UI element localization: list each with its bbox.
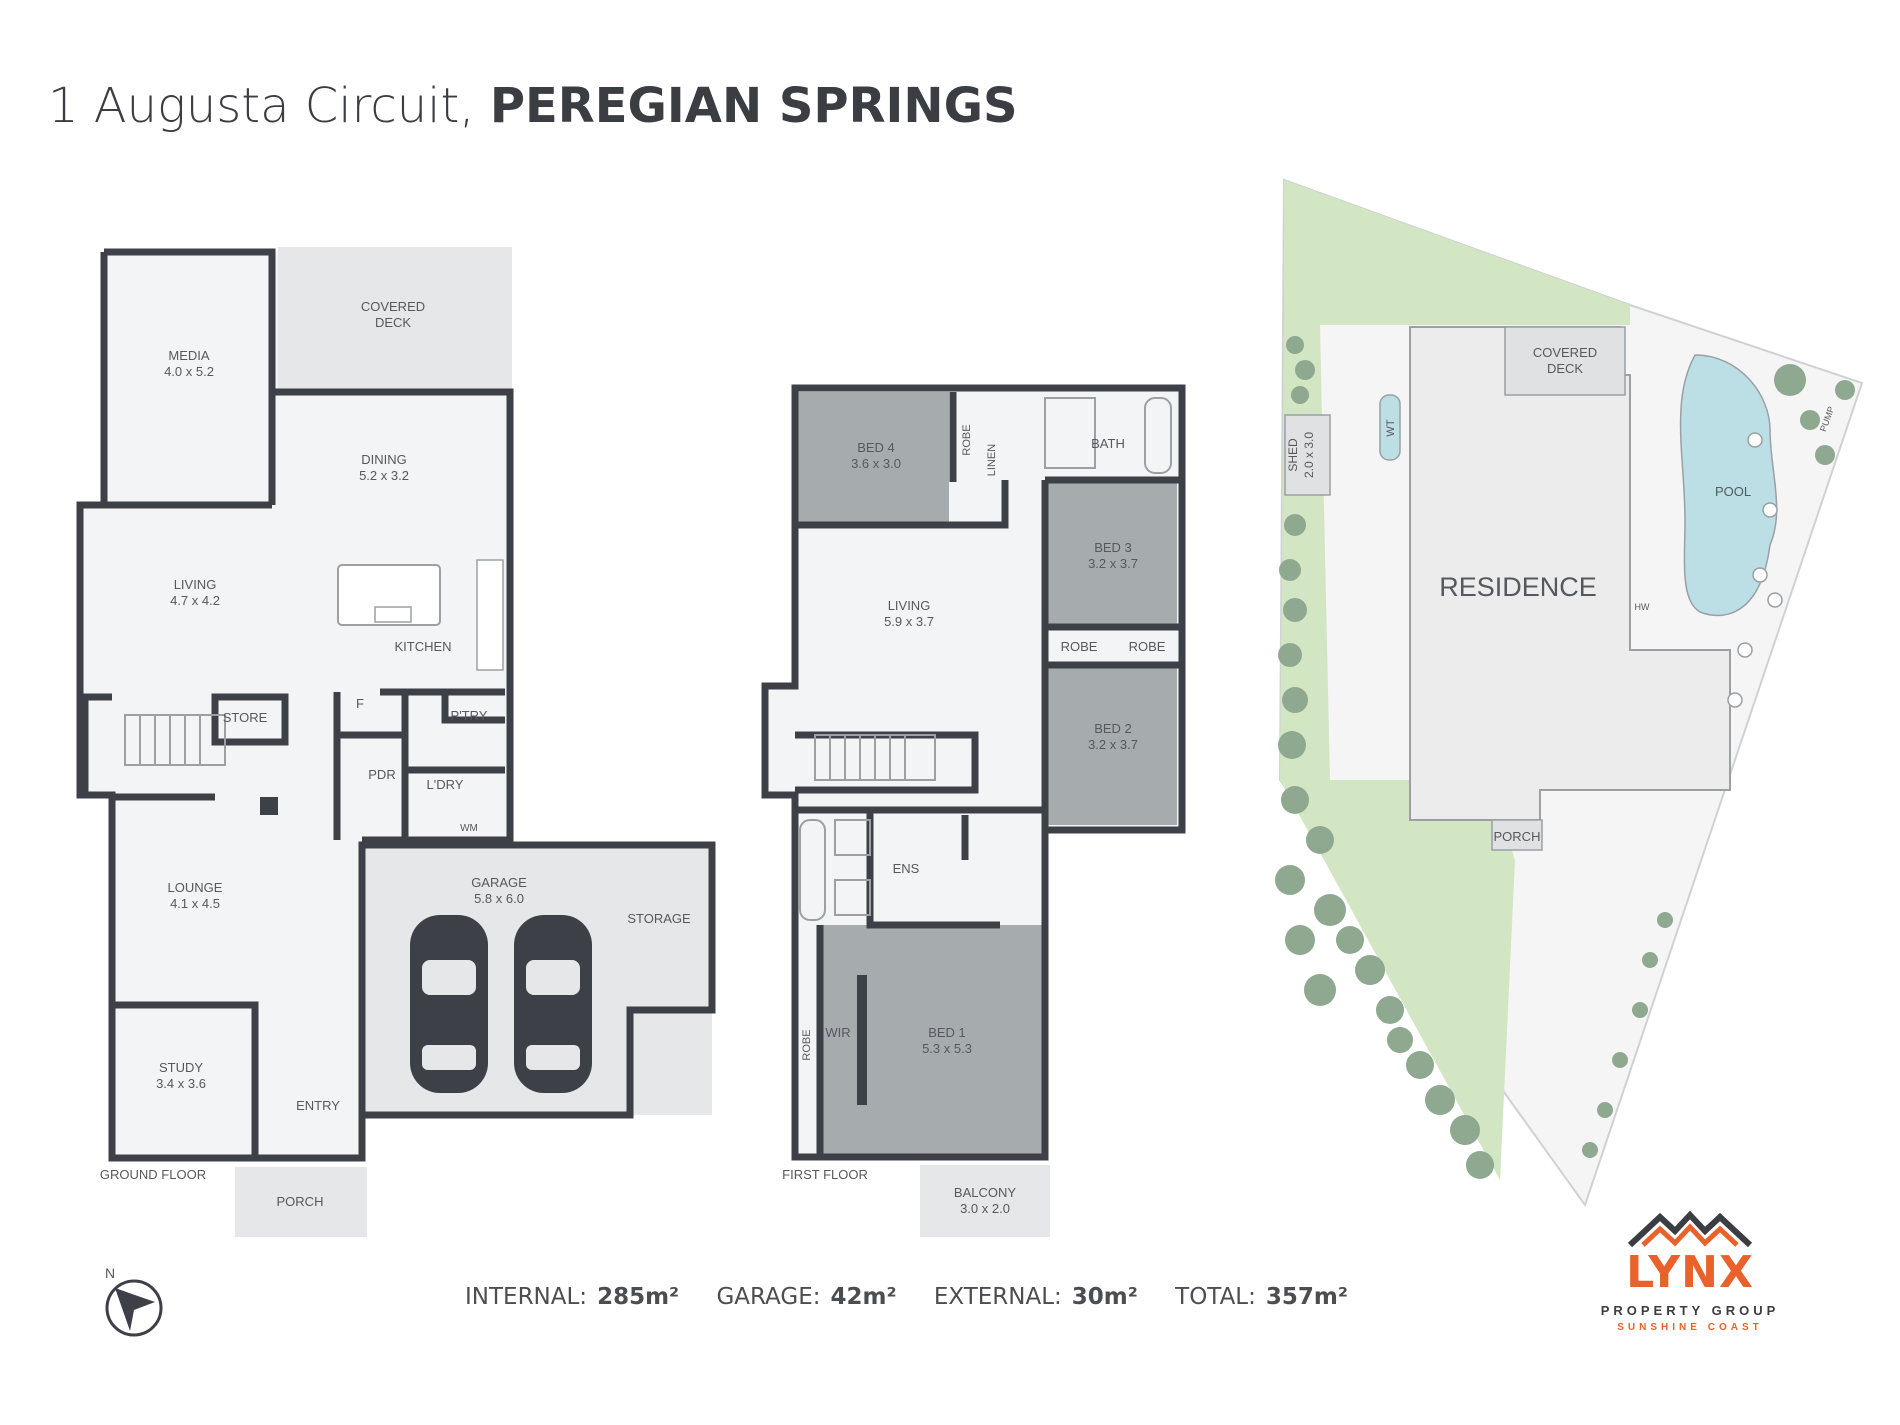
lawn-area-bottom	[1280, 780, 1515, 1180]
suburb-text: PEREGIAN SPRINGS	[489, 78, 1018, 134]
porch-area	[235, 1167, 367, 1237]
label-robe: ROBE	[961, 424, 973, 455]
compass-letter: N	[105, 1265, 115, 1281]
site-covered-deck	[1504, 326, 1626, 396]
total-external-label: EXTERNAL:	[933, 1284, 1062, 1310]
label-garage: GARAGE	[471, 875, 527, 890]
site-label-pool: POOL	[1715, 484, 1751, 499]
site-label-residence: RESIDENCE	[1439, 572, 1597, 602]
label-ground-floor: GROUND FLOOR	[100, 1167, 206, 1182]
label-bed1: BED 1	[928, 1025, 966, 1040]
label-pdr: PDR	[368, 767, 395, 782]
label-f: F	[356, 696, 364, 711]
label-laundry: L'DRY	[427, 777, 464, 792]
bed4-area	[797, 392, 949, 522]
label-bed2-dim: 3.2 x 3.7	[1088, 737, 1138, 752]
page-title: 1 Augusta Circuit, PEREGIAN SPRINGS	[48, 78, 1018, 134]
label-living: LIVING	[174, 577, 217, 592]
label-study: STUDY	[159, 1060, 203, 1075]
first-floor-plan: BED 4 3.6 x 3.0 ROBE LINEN BATH BED 3 3.…	[761, 384, 1186, 1237]
total-garage-label: GARAGE:	[716, 1284, 821, 1310]
water-tank	[1379, 394, 1401, 461]
label-balcony-dim: 3.0 x 2.0	[960, 1201, 1010, 1216]
lynx-logo: LYNX PROPERTY GROUP SUNSHINE COAST	[1575, 1205, 1805, 1340]
label-linen: LINEN	[986, 444, 998, 476]
roof-icon	[1627, 1210, 1753, 1248]
total-garage-value: 42m²	[830, 1284, 897, 1310]
label-bed2: BED 2	[1094, 721, 1132, 736]
site-label-hw: HW	[1635, 602, 1650, 612]
label-bed1-dim: 5.3 x 5.3	[922, 1041, 972, 1056]
label-living-dim: 4.7 x 4.2	[170, 593, 220, 608]
label-kitchen: KITCHEN	[394, 639, 451, 654]
label-entry: ENTRY	[296, 1098, 340, 1113]
total-internal-value: 285m²	[597, 1284, 680, 1310]
bed3-area	[1045, 482, 1177, 627]
label-bed3-dim: 3.2 x 3.7	[1088, 556, 1138, 571]
total-total-label: TOTAL:	[1175, 1284, 1256, 1310]
bed1-area	[822, 925, 1045, 1155]
label-media: MEDIA	[168, 348, 210, 363]
area-totals: INTERNAL: 285m² GARAGE: 42m² EXTERNAL: 30m²…	[465, 1284, 1348, 1310]
label-fl-living-dim: 5.9 x 3.7	[884, 614, 934, 629]
label-store: STORE	[223, 710, 268, 725]
label-lounge-dim: 4.1 x 4.5	[170, 896, 220, 911]
covered-deck-area	[278, 247, 512, 392]
address-text: 1 Augusta Circuit,	[48, 78, 475, 134]
label-bath: BATH	[1091, 436, 1125, 451]
label-pantry: P'TRY	[451, 708, 488, 723]
site-label-shed: SHED	[1286, 438, 1300, 472]
bed2-area	[1045, 665, 1177, 825]
shed-structure	[1284, 414, 1331, 496]
label-study-dim: 3.4 x 3.6	[156, 1076, 206, 1091]
total-internal-label: INTERNAL:	[465, 1284, 588, 1310]
label-fl-living: LIVING	[888, 598, 931, 613]
site-label-shed-dim: 2.0 x 3.0	[1302, 432, 1316, 478]
label-first-floor: FIRST FLOOR	[782, 1167, 868, 1182]
logo-line1: PROPERTY GROUP	[1600, 1303, 1780, 1318]
label-storage: STORAGE	[627, 911, 691, 926]
label-robe-side: ROBE	[801, 1029, 813, 1060]
pool-shape	[1679, 354, 1778, 617]
label-bed4-dim: 3.6 x 3.0	[851, 456, 901, 471]
label-media-dim: 4.0 x 5.2	[164, 364, 214, 379]
logo-line2: SUNSHINE COAST	[1617, 1322, 1763, 1333]
label-ens: ENS	[893, 861, 920, 876]
label-bed4: BED 4	[857, 440, 895, 455]
logo-brand: LYNX	[1626, 1247, 1754, 1298]
compass-icon: N	[105, 1265, 163, 1337]
label-robe-a: ROBE	[1061, 639, 1098, 654]
label-bed3: BED 3	[1094, 540, 1132, 555]
label-dining: DINING	[361, 452, 407, 467]
total-external-value: 30m²	[1071, 1284, 1138, 1310]
label-wir: WIR	[825, 1025, 850, 1040]
lawn-area-top	[1284, 180, 1630, 325]
site-label-wt: WT	[1385, 419, 1397, 436]
total-total-value: 357m²	[1265, 1284, 1348, 1310]
label-wm: WM	[460, 823, 478, 834]
label-balcony: BALCONY	[954, 1185, 1016, 1200]
label-dining-dim: 5.2 x 3.2	[359, 468, 409, 483]
balcony-area	[920, 1165, 1050, 1237]
label-garage-dim: 5.8 x 6.0	[474, 891, 524, 906]
label-lounge: LOUNGE	[168, 880, 223, 895]
label-porch: PORCH	[277, 1194, 324, 1209]
site-label-porch: PORCH	[1494, 829, 1541, 844]
label-robe-b: ROBE	[1129, 639, 1166, 654]
